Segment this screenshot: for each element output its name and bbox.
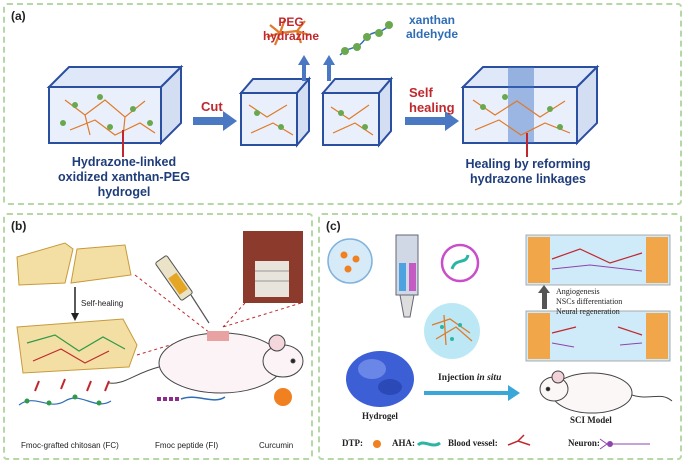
sci-model-label: SCI Model	[570, 415, 612, 425]
right-caption-1: Healing by reforming	[465, 157, 591, 171]
neuron-legend-label: Neuron:	[568, 438, 600, 448]
spinal-cord-healed	[525, 234, 671, 286]
hydrogel-cube-left	[46, 64, 184, 146]
panel-c-label: (c)	[326, 219, 341, 233]
xanthan-label-2: aldehyde	[405, 27, 459, 41]
dtp-legend-label: DTP:	[342, 438, 363, 448]
aha-bubble	[440, 243, 480, 283]
in-situ-label: in situ	[476, 373, 502, 383]
blood-vessel-legend-label: Blood vessel:	[448, 438, 498, 448]
fi-peptide-icon	[157, 396, 226, 401]
self-label-2: healing	[409, 100, 455, 115]
cut-label: Cut	[201, 99, 223, 114]
xanthan-label-1: xanthan	[408, 13, 455, 27]
cut-cube-right-half	[320, 76, 394, 148]
xanthan-aldehyde-icon	[339, 21, 393, 56]
neuron-legend-icon	[599, 438, 650, 450]
angiogenesis-label: Angiogenesis	[556, 287, 600, 296]
panel-c-illustration	[327, 234, 673, 450]
right-caption-2: hydrazone linkages	[469, 172, 586, 186]
dtp-legend-icon	[373, 440, 381, 448]
peg-label-1: PEG	[278, 15, 304, 29]
fi-label: Fmoc peptide (FI)	[155, 441, 219, 450]
crosslinked-network-icon	[424, 303, 480, 359]
panel-b-label: (b)	[11, 219, 27, 233]
panel-b: (b)	[3, 213, 313, 460]
peg-hydrazine-icon	[266, 18, 310, 46]
cut-arrow	[193, 111, 237, 131]
healed-region	[508, 67, 534, 143]
nsc-label: NSCs differentiation	[556, 297, 623, 306]
self-healing-label: Self-healing	[81, 299, 124, 308]
aha-legend-icon	[416, 441, 441, 447]
up-arrows	[298, 55, 335, 81]
wound-photo	[243, 231, 303, 303]
hydrogel-label: Hydrogel	[362, 411, 398, 421]
panel-b-illustration	[16, 231, 304, 406]
healed-cube	[460, 64, 600, 146]
cut-cube-left-half	[238, 76, 312, 148]
hydrogel-sponge	[346, 351, 414, 407]
left-caption-3: hydrogel	[97, 185, 151, 199]
panel-a: (a)	[3, 3, 682, 205]
spinal-cord-injured	[525, 310, 671, 362]
injection-arrow	[424, 385, 520, 401]
self-healing-arrow	[405, 111, 459, 131]
panel-a-illustration	[46, 18, 600, 157]
curcumin-icon	[274, 388, 292, 406]
injection-label: Injection	[438, 373, 475, 383]
healed-hydrogel	[16, 318, 138, 374]
blood-vessel-legend-icon	[507, 434, 531, 446]
broken-hydrogel	[16, 242, 132, 286]
self-label-1: Self	[409, 85, 433, 100]
panel-c: (c)	[318, 213, 682, 460]
dual-syringe-icon	[395, 234, 419, 318]
neural-label: Neural regeneration	[556, 307, 620, 316]
sci-mouse-illustration	[539, 370, 673, 414]
down-arrow	[71, 287, 79, 321]
fc-chain-icon	[18, 378, 112, 406]
left-caption-1: Hydrazone-linked	[71, 155, 177, 169]
panel-a-label: (a)	[11, 9, 26, 23]
aha-legend-label: AHA:	[392, 438, 415, 448]
left-caption-2: oxidized xanthan-PEG	[58, 170, 190, 184]
mouse-illustration	[108, 331, 304, 394]
curcumin-label: Curcumin	[259, 441, 294, 450]
up-arrow-c	[538, 285, 550, 309]
syringe-icon	[155, 255, 210, 324]
fc-label: Fmoc-grafted chitosan (FC)	[21, 441, 119, 450]
dtp-bubble	[327, 238, 373, 284]
peg-label-2: hydrazine	[262, 29, 319, 43]
